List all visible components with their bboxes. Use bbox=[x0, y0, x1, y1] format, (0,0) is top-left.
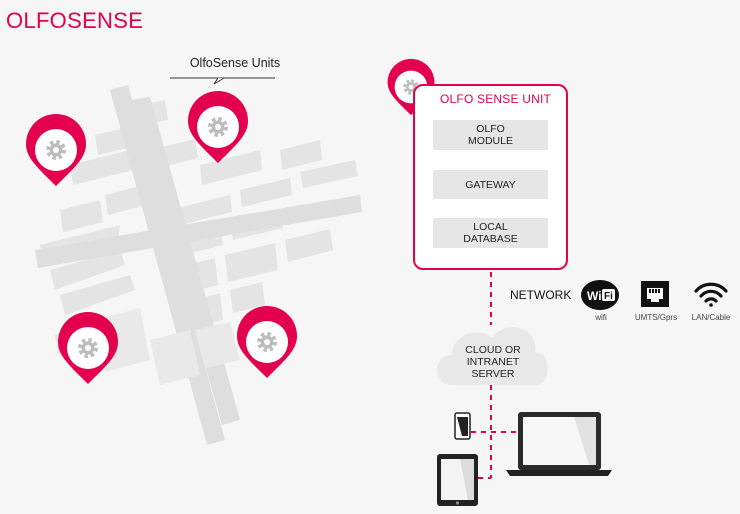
modem-icon bbox=[641, 281, 669, 307]
wifi-signal-icon bbox=[694, 282, 728, 307]
tablet-icon bbox=[437, 454, 478, 506]
wifi-logo-icon: Wi Fi bbox=[581, 280, 619, 310]
units-label: OlfoSense Units bbox=[189, 56, 281, 70]
module-olfo: OLFO MODULE bbox=[433, 120, 548, 150]
umts-caption: UMTS/Gprs bbox=[634, 313, 678, 322]
module-olfo-line1: OLFO bbox=[476, 123, 505, 135]
module-gateway: GATEWAY bbox=[433, 170, 548, 199]
wifi-caption: wifi bbox=[595, 313, 607, 322]
cloud-line3: SERVER bbox=[471, 368, 515, 380]
cloud-line2: INTRANET bbox=[466, 356, 520, 368]
laptop-icon bbox=[506, 412, 612, 476]
smartphone-icon bbox=[454, 412, 471, 440]
dashed-connectors bbox=[471, 272, 516, 479]
network-label: NETWORK bbox=[510, 288, 572, 302]
cloud-label: CLOUD OR INTRANET SERVER bbox=[447, 344, 539, 380]
unit-box-title: OLFO SENSE UNIT bbox=[440, 92, 552, 106]
callout-pointer bbox=[213, 77, 225, 85]
svg-text:Fi: Fi bbox=[604, 291, 613, 302]
module-gateway-line1: GATEWAY bbox=[465, 178, 516, 191]
module-db-line1: LOCAL bbox=[473, 221, 508, 233]
module-olfo-line2: MODULE bbox=[468, 135, 513, 147]
cloud-line1: CLOUD OR bbox=[465, 344, 521, 356]
svg-text:Wi: Wi bbox=[587, 289, 602, 303]
module-db-line2: DATABASE bbox=[463, 233, 518, 245]
brand-title: OLFOSENSE bbox=[6, 8, 144, 33]
module-local-database: LOCAL DATABASE bbox=[433, 218, 548, 248]
cloud-icon bbox=[437, 327, 548, 385]
lan-caption: LAN/Cable bbox=[691, 313, 731, 322]
